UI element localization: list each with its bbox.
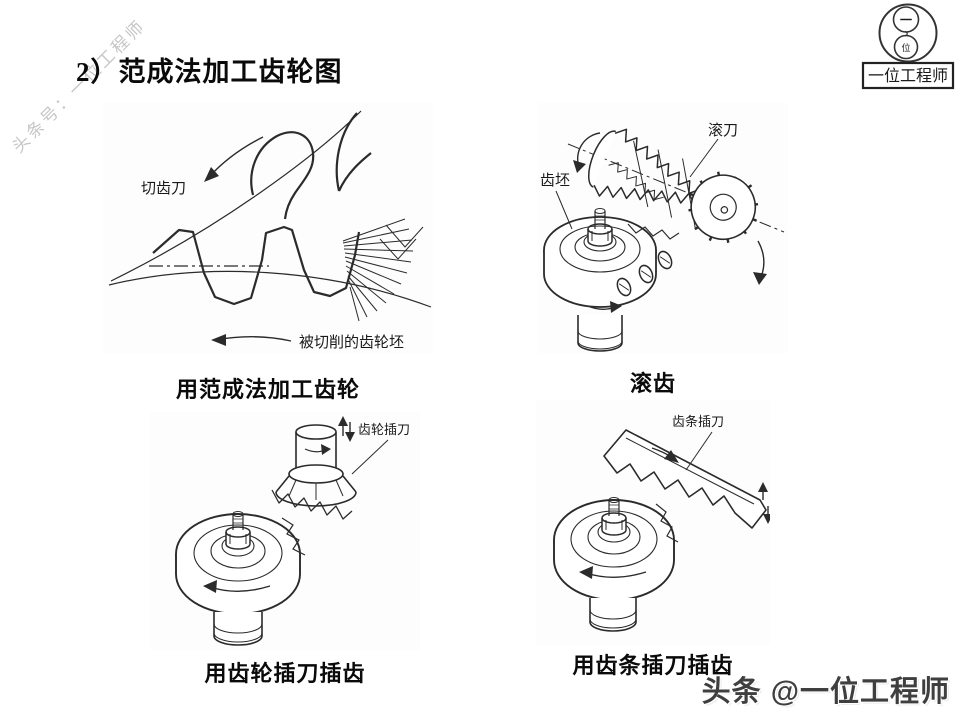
blank-rotation-arrow: [203, 580, 271, 593]
envelope-fan-lines: [342, 218, 424, 322]
label-rack-cutter: 齿条插刀: [672, 414, 724, 429]
hob-cutter: [587, 128, 759, 243]
shaper-cutter: [271, 424, 357, 520]
cutter-leader-line: [351, 439, 389, 475]
rack-cutter: [603, 429, 767, 529]
caption-generating-method: 用范成法加工齿轮: [175, 377, 360, 402]
blank-direction-arrow: [211, 334, 292, 346]
figure-rack-shaper: 齿条插刀: [536, 400, 770, 645]
generating-method-illustration: 切齿刀 被切削的齿轮坯: [108, 110, 432, 351]
rack-shaper-illustration: 齿条插刀: [553, 414, 770, 632]
hob-rotation-arrow: [573, 132, 601, 173]
blank-leader-line: [555, 190, 573, 230]
logo-gears-icon: 一 位 一位工程师: [861, 3, 955, 90]
cutter-leader-line: [685, 431, 713, 471]
figure-gear-shaper: 齿轮插刀: [150, 412, 420, 650]
blank-rotation-arrow: [587, 301, 622, 313]
gear-blank: [553, 497, 679, 632]
cutter-rotation-arrow: [204, 136, 264, 182]
branding-text: 头条 @一位工程师: [701, 676, 950, 708]
label-gear-shaper-cutter: 齿轮插刀: [358, 422, 410, 437]
feed-arrow: [753, 240, 767, 285]
logo-name: 一位工程师: [868, 67, 948, 85]
caption-gear-shaper: 用齿轮插刀插齿: [204, 661, 366, 686]
figure-hobbing: 滚刀 齿坯: [538, 103, 788, 353]
label-gear-blank: 被切削的齿轮坯: [299, 334, 404, 351]
rack-feed-arrow: [651, 447, 679, 463]
caption-hobbing: 滚齿: [629, 371, 676, 396]
gear-blank: [543, 208, 680, 352]
caption-rack-shaper: 用齿条插刀插齿: [572, 653, 734, 678]
logo-top-char: 一: [900, 13, 912, 27]
page-title: 2）范成法加工齿轮图: [76, 57, 343, 87]
blank-rotation-arrow: [579, 566, 647, 579]
label-blank: 齿坯: [540, 172, 570, 189]
hob-leader-line: [689, 138, 719, 178]
stroke-direction-arrows: [758, 482, 770, 524]
gear-blank: [175, 511, 306, 646]
logo: 一 位 一位工程师: [858, 2, 958, 94]
logo-bottom-char: 位: [901, 42, 910, 53]
gear-shaper-illustration: 齿轮插刀: [175, 416, 410, 646]
hobbing-illustration: 滚刀 齿坯: [540, 122, 785, 352]
stroke-direction-arrows: [338, 416, 355, 442]
figure-generating-method: 切齿刀 被切削的齿轮坯: [103, 103, 433, 353]
pitch-arcs: [108, 110, 432, 308]
gear-tooth-profiles: [152, 112, 372, 306]
label-cutting-tool: 切齿刀: [141, 180, 186, 197]
label-hob: 滚刀: [708, 122, 738, 139]
